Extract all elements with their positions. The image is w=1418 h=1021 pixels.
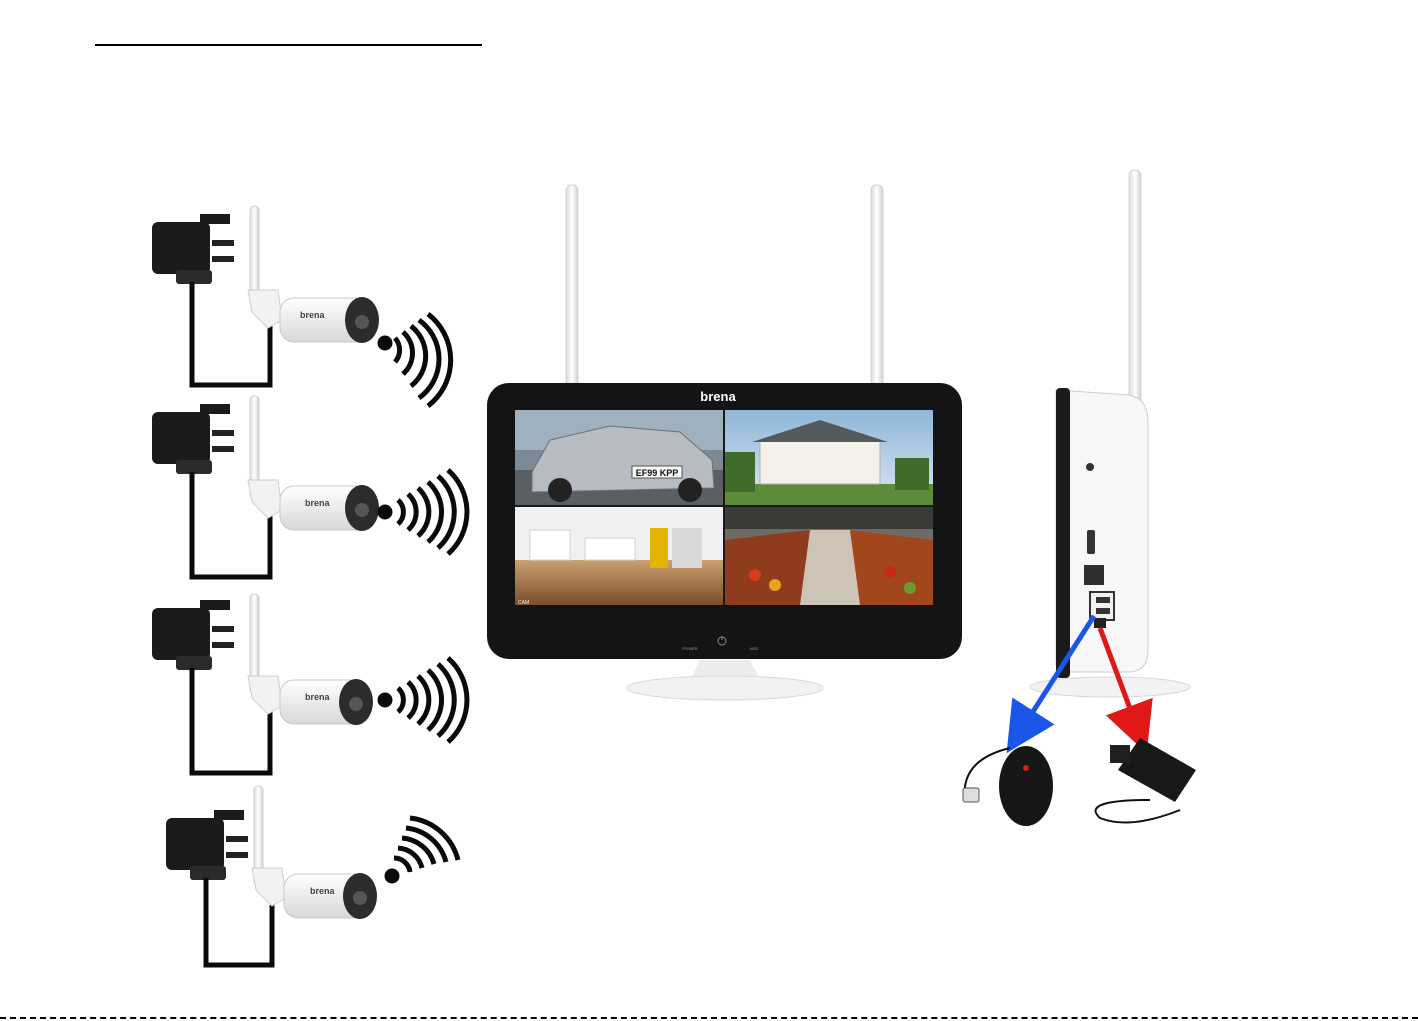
usb-mouse-icon bbox=[963, 746, 1053, 826]
power-plug-icon bbox=[152, 214, 234, 284]
stand-base bbox=[627, 676, 823, 700]
monitor-nvr: brena EF99 KPP bbox=[487, 185, 962, 700]
antenna-left bbox=[566, 185, 578, 395]
camera-brand-label: brena bbox=[305, 692, 331, 702]
camera-kit-4: brena bbox=[166, 786, 458, 965]
side-antenna bbox=[1129, 170, 1141, 410]
reset-hole-icon bbox=[1086, 463, 1094, 471]
hdmi-port-icon bbox=[1087, 530, 1095, 554]
feed-office-interior: CAM bbox=[515, 507, 723, 606]
wireless-camera: brena bbox=[248, 396, 379, 531]
power-plug-icon bbox=[152, 600, 234, 670]
monitor-side-view bbox=[1030, 170, 1190, 697]
feed-house-front bbox=[725, 410, 933, 505]
wifi-signal-icon bbox=[380, 658, 467, 742]
page-bottom-rule bbox=[0, 1017, 1418, 1019]
antenna-right bbox=[871, 185, 883, 395]
camera-kit-3: brena bbox=[152, 594, 467, 773]
power-plug-icon bbox=[152, 404, 234, 474]
camera-kit-1: brena bbox=[152, 206, 451, 406]
wireless-camera: brena bbox=[248, 206, 379, 343]
camera-brand-label: brena bbox=[305, 498, 331, 508]
monitor-brand-logo: brena bbox=[700, 389, 736, 404]
power-indicator-label: POWER bbox=[682, 646, 697, 651]
wifi-signal-icon bbox=[380, 470, 467, 554]
channel-label: CAM bbox=[518, 600, 529, 606]
dc-power-port-icon bbox=[1094, 618, 1106, 628]
feed-driveway-car: EF99 KPP bbox=[515, 410, 723, 505]
wireless-camera: brena bbox=[252, 786, 377, 919]
wifi-signal-icon bbox=[387, 818, 458, 881]
hdd-indicator-label: HDD bbox=[750, 646, 759, 651]
camera-brand-label: brena bbox=[300, 310, 326, 320]
wireless-camera: brena bbox=[248, 594, 373, 725]
ethernet-port-icon bbox=[1084, 565, 1104, 585]
camera-feed-grid: EF99 KPP bbox=[515, 410, 933, 606]
power-adapter-icon bbox=[1096, 738, 1196, 823]
wifi-signal-icon bbox=[380, 314, 451, 406]
camera-brand-label: brena bbox=[310, 886, 336, 896]
camera-kit-2: brena bbox=[152, 396, 467, 577]
power-plug-icon bbox=[166, 810, 248, 880]
license-plate: EF99 KPP bbox=[636, 468, 679, 478]
feed-supermarket bbox=[725, 507, 933, 605]
